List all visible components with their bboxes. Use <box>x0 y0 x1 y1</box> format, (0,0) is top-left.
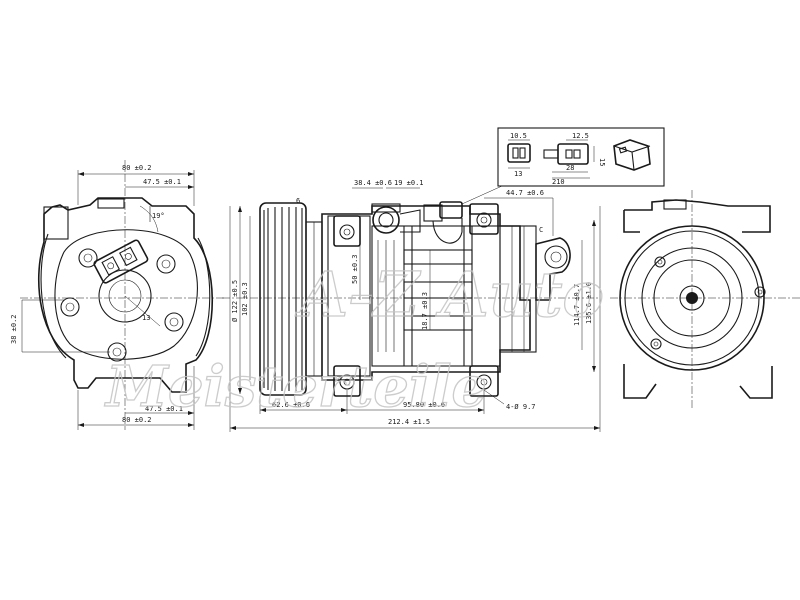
connector-b: 12.5 <box>572 132 589 140</box>
front-mount-spacing: 38 ±0.2 <box>10 314 18 344</box>
side-top-spacing: 38.4 ±0.6 <box>354 179 392 187</box>
front-boss-angle: 19° <box>152 212 165 220</box>
connector-c: 13 <box>514 170 522 178</box>
side-hole-callout: 4-Ø 9.7 <box>506 403 536 411</box>
pulley-groove-count: 6 <box>296 197 300 205</box>
side-overall-length: 212.4 ±1.5 <box>388 418 430 426</box>
front-width-top: 80 ±0.2 <box>122 164 152 172</box>
side-right-spacing: 44.7 ±0.6 <box>506 189 544 197</box>
side-bottom-mid: 95.80 ±0.6 <box>403 401 445 409</box>
connector-a: 10.5 <box>510 132 527 140</box>
side-vertical-b: 18.7 ±0.3 <box>421 292 429 330</box>
front-view: 80 ±0.2 47.5 ±0.1 47.5 ±0.1 80 ±0.2 19° … <box>10 160 225 430</box>
side-c-label: C <box>539 226 543 234</box>
watermark-logo: A-Z Auto <box>295 258 604 331</box>
front-small-dim: 13 <box>142 314 150 322</box>
connector-e: 15 <box>598 158 606 166</box>
side-height-b: 135.6 ±1.0 <box>585 282 593 324</box>
connector-detail-inset: 10.5 12.5 13 28 15 210 <box>497 127 665 187</box>
connector-f: 210 <box>552 178 565 186</box>
pulley-inner-diameter: 102 ±0.3 <box>241 282 249 316</box>
front-half-width-bottom: 47.5 ±0.1 <box>145 405 183 413</box>
watermark-text: Meisterteile <box>104 354 487 420</box>
connector-d: 28 <box>566 164 574 172</box>
side-view: 38.4 ±0.6 19 ±0.1 44.7 ±0.6 C 6 62.6 ±0.… <box>222 179 601 432</box>
side-top-offset: 19 ±0.1 <box>394 179 424 187</box>
front-half-width-top: 47.5 ±0.1 <box>143 178 181 186</box>
pulley-diameter: Ø 122 ±0.5 <box>231 280 239 322</box>
watermark: A-Z Auto Meisterteile <box>103 257 604 420</box>
pulley-face-view <box>610 190 800 410</box>
side-height-a: 114.7 ±0.7 <box>573 284 581 326</box>
front-width-bottom: 80 ±0.2 <box>122 416 152 424</box>
side-bottom-left: 62.6 ±0.6 <box>272 401 310 409</box>
side-vertical-a: 50 ±0.3 <box>351 254 359 284</box>
